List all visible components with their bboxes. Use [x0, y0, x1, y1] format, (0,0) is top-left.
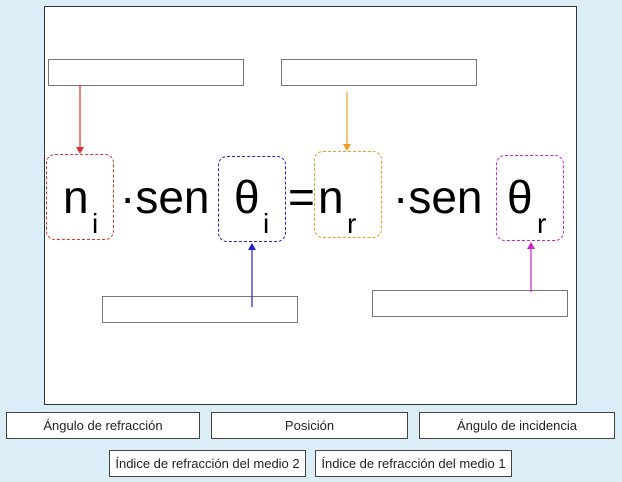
option-indice-medio-2[interactable]: Índice de refracción del medio 2: [109, 450, 306, 477]
arrow-n-i-head: [76, 147, 84, 154]
drop-zone-theta-r[interactable]: [372, 290, 568, 317]
option-angulo-refraccion[interactable]: Ángulo de refracción: [6, 412, 200, 439]
highlight-n-i: [46, 154, 114, 240]
operator-sen-i: ·sen: [120, 171, 210, 223]
symbol-theta-i: θ: [234, 171, 260, 223]
option-indice-medio-1[interactable]: Índice de refracción del medio 1: [315, 450, 512, 477]
symbol-theta-r: θ: [507, 171, 533, 223]
connector-arrows: [76, 85, 535, 307]
highlight-theta-r: [496, 155, 564, 241]
highlight-theta-i: [218, 156, 286, 242]
symbol-n-r: n: [318, 171, 344, 223]
arrow-theta-r-head: [527, 242, 535, 249]
subscript-r-theta: r: [537, 208, 547, 239]
subscript-i-theta: i: [263, 208, 270, 239]
equation-board: n i ·sen θ i = n r ·sen θ r: [44, 6, 577, 405]
arrow-n-r-head: [343, 144, 351, 151]
drop-zone-n-i[interactable]: [48, 59, 244, 86]
symbol-n-i: n: [63, 171, 89, 223]
subscript-r-n: r: [347, 208, 357, 239]
drop-zone-n-r[interactable]: [281, 59, 477, 86]
highlight-n-r: [314, 151, 382, 238]
operator-sen-r: ·sen: [393, 171, 483, 223]
option-posicion[interactable]: Posición: [211, 412, 408, 439]
subscript-i-n: i: [92, 208, 99, 239]
arrow-theta-i-head: [248, 243, 256, 250]
equals-sign: =: [288, 171, 315, 223]
option-angulo-incidencia[interactable]: Ángulo de incidencia: [419, 412, 615, 439]
drop-zone-theta-i[interactable]: [102, 296, 298, 323]
